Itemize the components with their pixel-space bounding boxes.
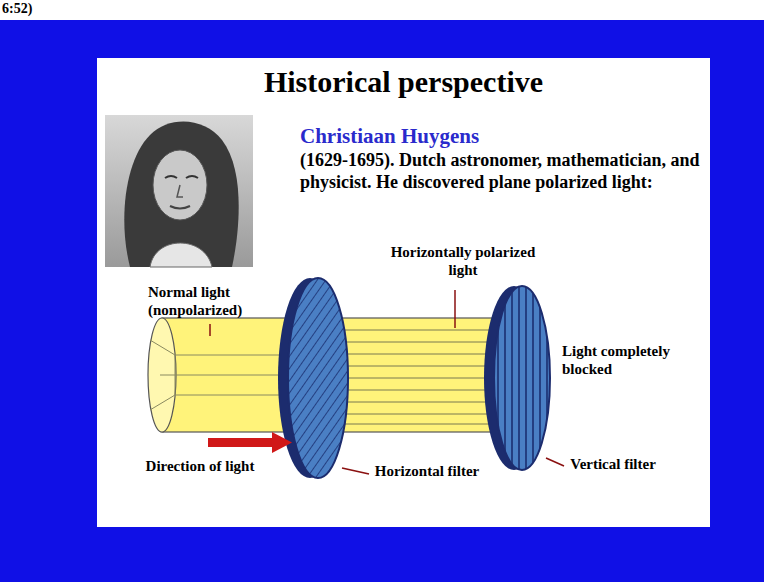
slide-title: Historical perspective xyxy=(97,64,710,100)
top-strip xyxy=(0,0,764,20)
part-label: Direction of light xyxy=(140,457,260,475)
part-label: Light completely blocked xyxy=(562,342,672,378)
vertical-filter xyxy=(484,286,550,470)
horizontal-filter xyxy=(278,278,348,478)
part-label: Horizontally polarized light xyxy=(388,243,538,279)
slide-card xyxy=(97,58,710,527)
portrait xyxy=(105,115,253,267)
part-label: Normal light (nonpolarized) xyxy=(148,283,283,319)
person-name: Christiaan Huygens xyxy=(300,124,700,149)
part-label: Horizontal filter xyxy=(372,462,482,480)
direction-arrow xyxy=(208,432,292,453)
part-label: Vertical filter xyxy=(568,455,658,473)
bio-text: (1629-1695). Dutch astronomer, mathemati… xyxy=(300,150,705,193)
corner-fragment: 6:52) xyxy=(2,1,82,18)
